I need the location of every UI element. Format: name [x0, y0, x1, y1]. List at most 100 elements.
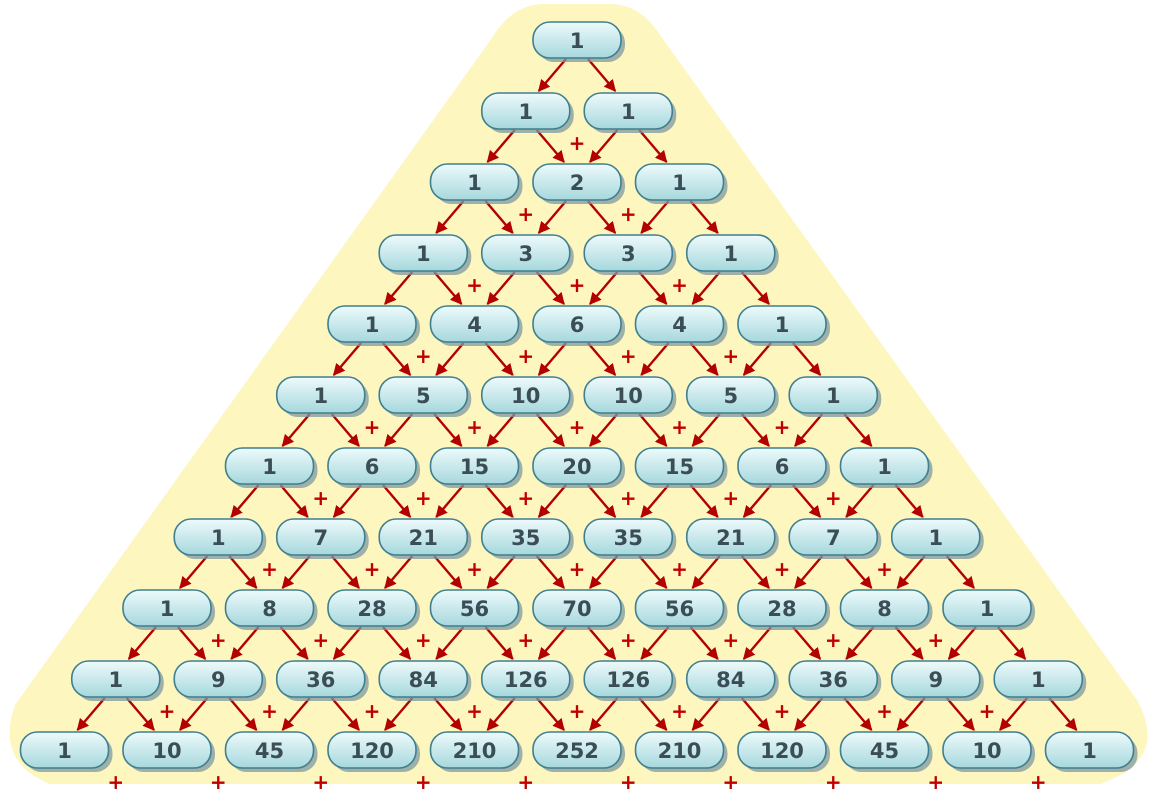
node-value: 4 [467, 313, 482, 337]
node-value: 6 [365, 455, 380, 479]
node-box [378, 518, 469, 556]
arrow-left [589, 697, 619, 731]
arrow-left [640, 626, 670, 660]
node-box [634, 447, 725, 485]
number-node: 7 [275, 518, 369, 559]
node-value: 15 [665, 455, 694, 479]
number-node: 126 [583, 660, 677, 701]
node-box [583, 660, 674, 698]
arrow-left [537, 484, 567, 518]
number-node: 9 [890, 660, 984, 701]
arrow-right [535, 129, 565, 163]
node-box [327, 589, 417, 627]
node-box [19, 731, 110, 769]
arrow-left [794, 555, 824, 589]
node-value: 120 [350, 739, 394, 763]
number-node: 1 [70, 660, 164, 701]
node-box [327, 731, 417, 769]
node-box [429, 163, 520, 201]
plus-sign: + [517, 486, 534, 510]
number-node: 10 [480, 376, 574, 417]
triangle-background [9, 4, 1148, 784]
node-value: 1 [211, 526, 226, 550]
number-node: 15 [634, 447, 728, 488]
arrow-right [792, 342, 822, 376]
plus-sign: + [876, 557, 893, 581]
plus-sign: + [620, 770, 637, 789]
arrow-right [689, 200, 719, 234]
node-box [839, 447, 930, 485]
node-value: 1 [723, 242, 738, 266]
node-box [532, 21, 622, 59]
number-node: 1 [224, 447, 318, 488]
arrow-right [279, 484, 309, 518]
node-box [224, 447, 315, 485]
arrow-right [330, 413, 360, 447]
number-node: 8 [839, 589, 933, 630]
arrow-right [638, 555, 668, 589]
plus-sign: + [825, 486, 842, 510]
plus-sign: + [210, 628, 227, 652]
arrow-right [740, 555, 770, 589]
arrow-right [125, 697, 155, 731]
node-value: 8 [877, 597, 892, 621]
number-node: 3 [583, 234, 677, 275]
arrow-right [535, 555, 565, 589]
arrow-left [537, 626, 567, 660]
plus-sign: + [517, 202, 534, 226]
plus-sign: + [312, 486, 329, 510]
node-value: 6 [570, 313, 585, 337]
plus-sign: + [569, 699, 586, 723]
arrow-right [689, 342, 719, 376]
node-box [70, 660, 161, 698]
arrow-left [332, 626, 362, 660]
number-node: 70 [532, 589, 625, 630]
arrows-layer [76, 58, 1078, 731]
arrow-left [384, 555, 414, 589]
number-node: 35 [583, 518, 677, 559]
plus-sign: + [671, 557, 688, 581]
node-value: 1 [1031, 668, 1046, 692]
number-node: 1 [122, 589, 215, 630]
plus-sign: + [620, 344, 637, 368]
plus-sign: + [466, 699, 483, 723]
node-value: 1 [570, 29, 585, 53]
node-box [685, 234, 776, 272]
plus-sign: + [569, 273, 586, 297]
node-box [942, 731, 1032, 769]
node-box [327, 305, 417, 343]
arrow-right [330, 555, 360, 589]
node-value: 36 [306, 668, 335, 692]
node-value: 15 [460, 455, 489, 479]
arrow-left [230, 484, 260, 518]
node-box [480, 234, 571, 272]
node-box [634, 163, 725, 201]
plus-sign: + [107, 770, 124, 789]
node-value: 45 [255, 739, 284, 763]
arrow-right [945, 555, 975, 589]
plus-sign: + [466, 557, 483, 581]
node-box [480, 376, 571, 414]
node-box [378, 660, 469, 698]
number-node: 36 [275, 660, 369, 701]
plus-sign: + [569, 131, 586, 155]
node-value: 28 [357, 597, 386, 621]
plus-sign: + [671, 273, 688, 297]
plus-sign: + [569, 557, 586, 581]
plus-sign: + [620, 486, 637, 510]
node-box [583, 376, 674, 414]
arrow-left [589, 413, 619, 447]
arrow-left [435, 200, 465, 234]
node-box [224, 589, 315, 627]
arrow-left [589, 129, 619, 163]
plus-sign: + [927, 628, 944, 652]
plus-sign: + [364, 557, 381, 581]
arrow-right [638, 697, 668, 731]
plus-sign: + [722, 628, 739, 652]
node-box [737, 731, 827, 769]
arrow-right [587, 484, 617, 518]
arrow-right [894, 484, 924, 518]
node-box [737, 589, 827, 627]
node-box [532, 305, 622, 343]
node-box [224, 731, 315, 769]
